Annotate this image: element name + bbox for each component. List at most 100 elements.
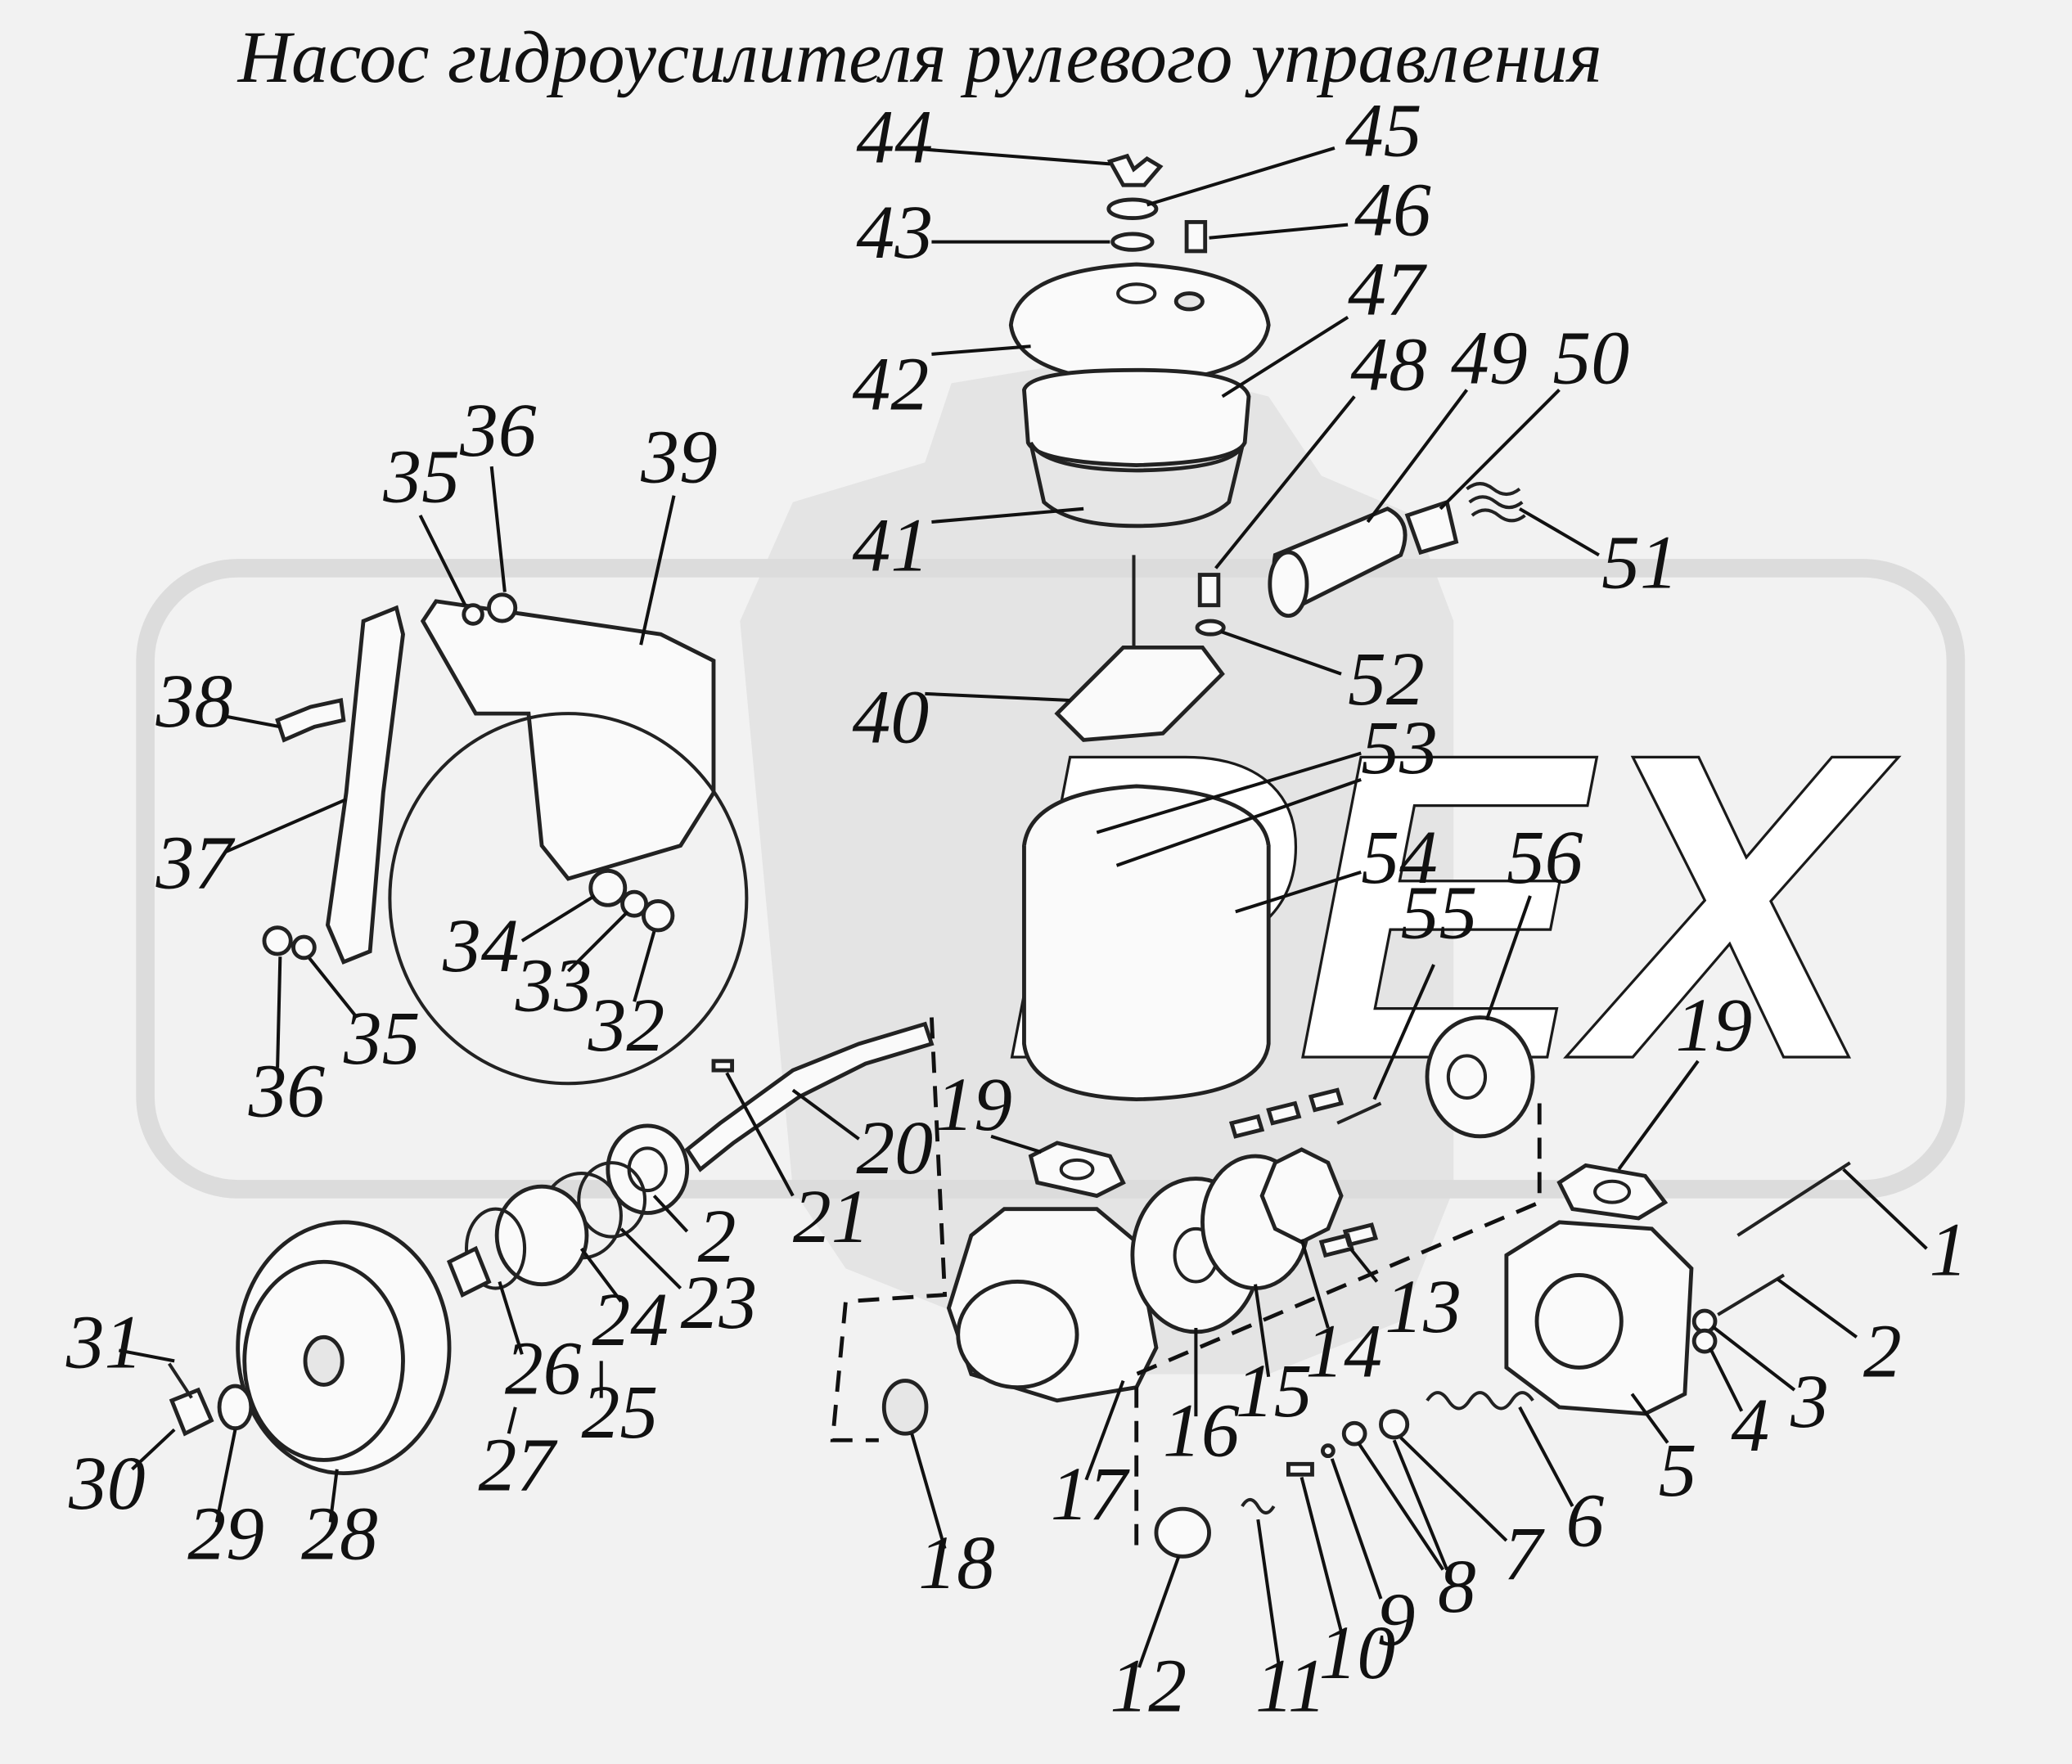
washer-43 — [1110, 232, 1155, 252]
leader-56 — [1484, 895, 1532, 1021]
leader-36a — [489, 466, 507, 592]
plunger-10 — [1286, 1461, 1314, 1477]
spring-51 — [1466, 482, 1526, 523]
gasket-19-left — [1028, 1141, 1126, 1199]
callout-6: 6 — [1566, 1478, 1605, 1563]
leader-5 — [1630, 1393, 1669, 1444]
diagram-title: Насос гидроусилителя рулевого управления — [237, 16, 1602, 98]
gasket-19-right-hole — [1593, 1179, 1632, 1204]
washer-33 — [620, 889, 649, 918]
callout-35-bottom: 35 — [343, 997, 421, 1081]
leader-36b — [276, 956, 282, 1068]
cup-50 — [1404, 499, 1459, 556]
boundary-right — [1134, 1103, 1542, 1553]
pin-55 — [1336, 1101, 1382, 1125]
leader-26 — [498, 1280, 524, 1355]
filter-element-47 — [1022, 367, 1251, 467]
gasket-19-left-hole — [1059, 1158, 1095, 1181]
leader-54 — [1235, 870, 1362, 914]
bracket-40 — [1054, 645, 1225, 742]
leader-4 — [1708, 1347, 1744, 1412]
leader-40 — [925, 691, 1071, 702]
callout-5: 5 — [1659, 1429, 1697, 1513]
callout-2-shaft: 2 — [698, 1195, 736, 1279]
leader-35a — [418, 514, 467, 606]
callout-numbers: 44 45 43 46 47 42 48 49 50 41 51 36 35 3… — [65, 89, 1968, 1729]
shaft-20 — [684, 1021, 935, 1172]
callout-56: 56 — [1507, 816, 1583, 900]
key-21 — [711, 1059, 735, 1073]
snap-ring-26 — [465, 1207, 527, 1290]
callout-25: 25 — [582, 1370, 659, 1455]
wing-nut — [1106, 153, 1164, 187]
leader-29 — [214, 1429, 237, 1523]
cover-boss — [1173, 291, 1205, 312]
spring-6 — [1426, 1391, 1534, 1411]
callout-36-top: 36 — [459, 389, 537, 473]
leader-51 — [1518, 507, 1600, 557]
leader-19b — [1617, 1060, 1700, 1171]
reservoir-assembly — [1008, 153, 1526, 1102]
callout-18: 18 — [918, 1521, 995, 1605]
leader-13 — [1349, 1247, 1379, 1283]
leader-10 — [1300, 1476, 1343, 1632]
callout-13: 13 — [1385, 1265, 1462, 1349]
leader-6 — [1518, 1406, 1574, 1507]
callout-35-top: 35 — [382, 435, 460, 520]
washer-52 — [1195, 619, 1226, 637]
nut-36-top — [487, 592, 518, 623]
seal-7 — [1379, 1409, 1410, 1440]
callout-30: 30 — [68, 1442, 146, 1526]
callout-43: 43 — [856, 191, 933, 275]
pressure-plate-56 — [1425, 1015, 1535, 1139]
callout-19-left: 19 — [935, 1063, 1012, 1147]
leader-12 — [1137, 1555, 1181, 1668]
leader-14 — [1300, 1239, 1330, 1329]
rotor-14 — [1259, 1147, 1344, 1244]
breather-46 — [1184, 219, 1208, 254]
callout-36-bottom: 36 — [248, 1050, 326, 1134]
callout-2-housing: 2 — [1863, 1310, 1902, 1394]
leader-1 — [1842, 1168, 1928, 1250]
callout-39: 39 — [640, 416, 718, 500]
callout-34: 34 — [442, 904, 520, 988]
housing-54 — [1022, 845, 1271, 1102]
callout-7: 7 — [1504, 1512, 1546, 1596]
leader-lines — [118, 146, 1928, 1668]
washer-29 — [217, 1384, 254, 1431]
leader-7 — [1399, 1436, 1508, 1542]
leader-3 — [1711, 1325, 1796, 1392]
link-arm-37 — [325, 605, 405, 965]
ring-23 — [577, 1161, 647, 1239]
leader-2b — [1776, 1277, 1858, 1339]
leader-37 — [223, 798, 347, 854]
washer-4 — [1691, 1328, 1718, 1354]
washer-34 — [588, 868, 628, 907]
leader-34 — [520, 894, 596, 943]
callout-46: 46 — [1354, 169, 1431, 253]
boundary-left — [830, 1017, 948, 1442]
bracket-plate-39 — [420, 599, 716, 881]
leader-48 — [1214, 395, 1356, 569]
callout-1: 1 — [1930, 1208, 1968, 1292]
leader-53b — [1115, 777, 1362, 867]
callout-27: 27 — [479, 1424, 559, 1508]
leader-27 — [507, 1406, 517, 1434]
seal-8 — [1341, 1420, 1367, 1447]
callout-31: 31 — [65, 1300, 143, 1384]
leader-21 — [725, 1072, 795, 1197]
leader-32 — [633, 931, 656, 1002]
leader-11 — [1256, 1519, 1281, 1668]
nut-36-bottom — [262, 925, 293, 956]
pump-body-assembly — [881, 1015, 1851, 1559]
callout-11: 11 — [1255, 1644, 1327, 1728]
bolt-1 — [1736, 1161, 1851, 1237]
bushing-18 — [881, 1379, 929, 1436]
bracket-assembly — [262, 592, 749, 1086]
callout-26: 26 — [505, 1327, 582, 1411]
leader-39 — [639, 495, 676, 646]
callout-12: 12 — [1110, 1644, 1187, 1728]
pressure-plate-56-bore — [1446, 1054, 1488, 1100]
